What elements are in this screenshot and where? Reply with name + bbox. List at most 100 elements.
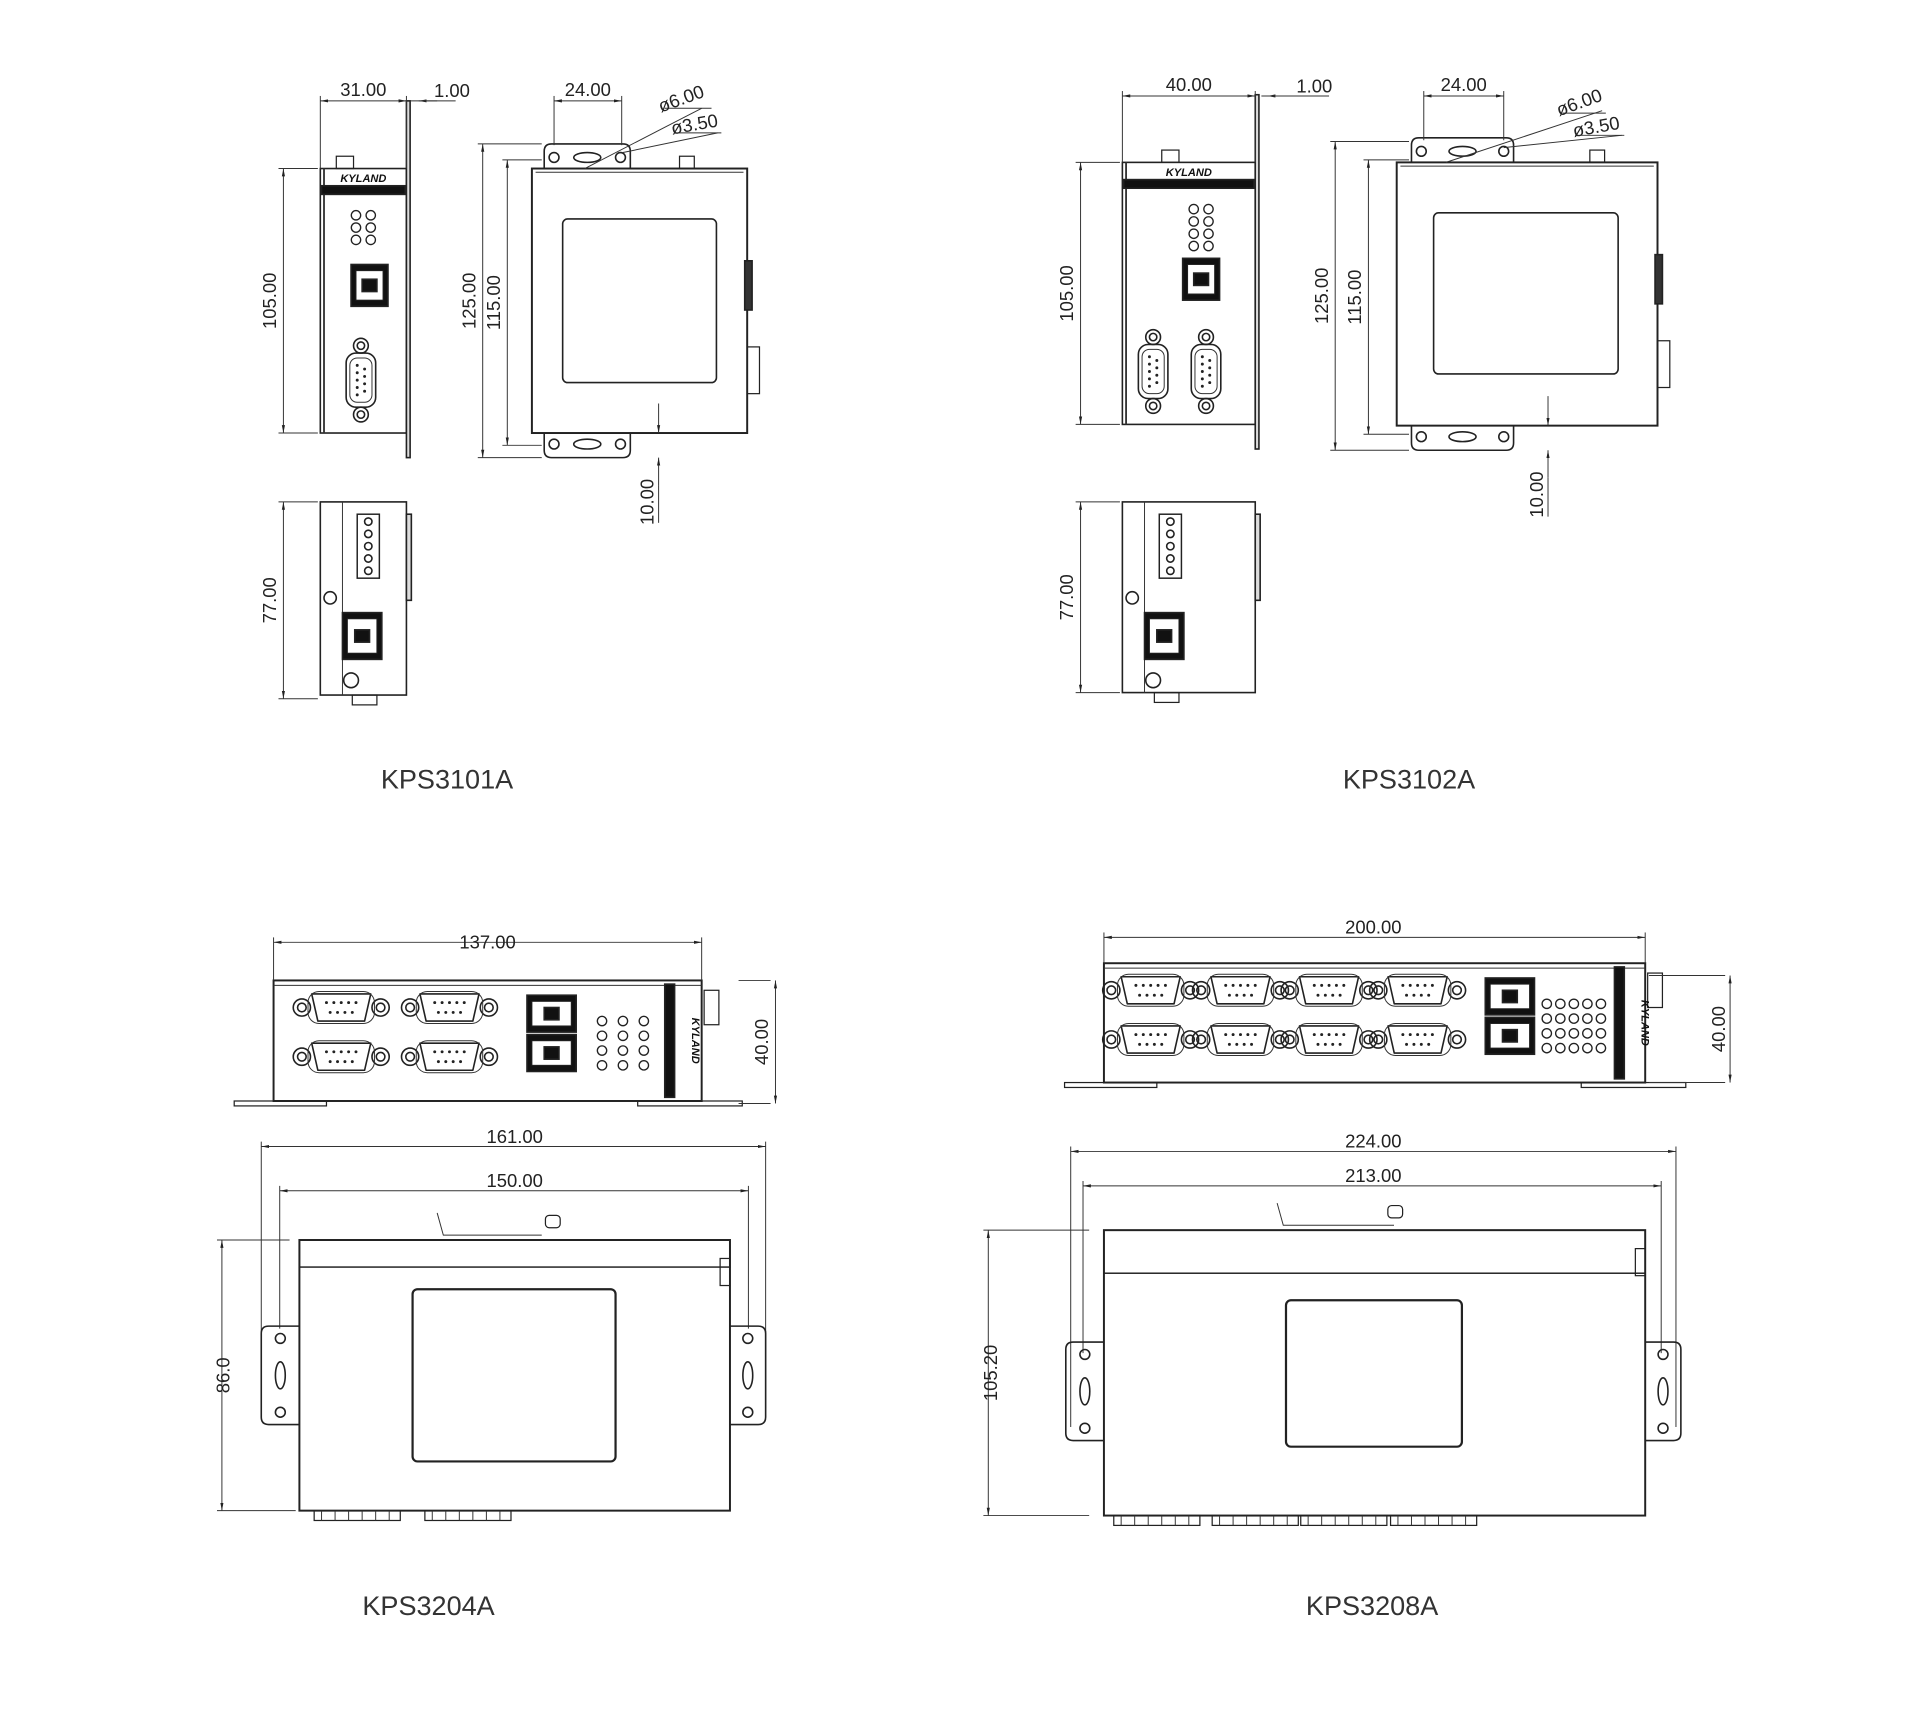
db9-screw-icon [1184,985,1196,996]
db9-screw-icon [479,998,499,1017]
db9-pin [1334,1033,1338,1037]
led-indicator-icon [1188,228,1200,240]
db9-pin [1242,1042,1246,1046]
led-indicator-icon [1568,998,1580,1010]
kps3102a-mount-ear-bottom [1410,425,1515,452]
kps3102a-dim-hole-pitch-label: 115.00 [1344,270,1365,325]
db9-pin [1250,993,1254,997]
db9-shell [1116,1023,1185,1056]
db9-screw-icon [1197,397,1215,415]
rj45-contacts [543,1046,560,1060]
db9-screw-icon [1373,985,1384,996]
db9-pin [324,1001,328,1005]
db9-port-icon [1210,1025,1271,1054]
db9-pin [343,1060,347,1064]
kps3102a-din-clip [1153,691,1180,704]
kps3102a-dim-plate-label: 1.00 [1296,75,1332,96]
led-indicator-icon [1188,240,1200,252]
db9-pin [1208,373,1212,377]
db9-screw-icon [483,1002,494,1013]
kps3101a-top-connector [678,155,695,170]
db9-pin [1231,1033,1235,1037]
led-indicator-icon [1554,1013,1566,1024]
rj45-contacts [1501,1028,1519,1043]
db9-pin [332,1001,336,1005]
db9-pin [462,1050,466,1054]
db9-pin [1147,384,1151,388]
kps3101a-dim-hole-pitch-label: 115.00 [483,275,504,330]
db9-pin [433,1050,437,1054]
db9-pin [1145,1042,1149,1046]
bottom-db9-connector [1211,1514,1299,1527]
kps3208a-latch-clip [1387,1204,1404,1219]
led-indicator-icon [1541,998,1553,1010]
bottom-db9-connector [1113,1514,1201,1527]
kps3208a-flange-right [1580,1081,1687,1089]
db9-pin [1320,983,1324,987]
db9-screw-icon [1201,332,1211,342]
db9-pin [459,1060,463,1064]
db9-screw-icon [292,998,312,1017]
kps3208a-flange-left [1063,1081,1158,1089]
db9-pin [1160,993,1164,997]
kps3101a-dim-depth-label: 77.00 [259,577,280,623]
terminal-screw-icon [363,566,373,576]
kps3204a-latch-hook [436,1212,542,1236]
db9-screw-icon [1359,980,1378,1000]
hole-leader [1445,110,1603,163]
keyhole-slot-icon [572,151,602,164]
led-indicator-icon [1554,998,1566,1010]
db9-pin [1152,1042,1156,1046]
kps3101a-dim-overall-height-label: 125.00 [458,273,479,329]
db9-screw-icon [1359,1030,1378,1049]
kps3101a-black-band [320,184,406,196]
kps3204a-top-strip [298,1239,731,1268]
bottom-db9-connector [313,1510,401,1522]
led-indicator-icon [596,1059,608,1071]
led-indicator-icon [1582,1027,1593,1039]
mount-hole-icon [1657,1348,1669,1361]
db9-pin [1155,373,1159,377]
kps3208a-label-window [1284,1299,1464,1448]
mount-hole-icon [742,1406,754,1418]
db9-pin [328,1060,332,1064]
kps3204a-mount-ear [729,1325,767,1426]
led-indicator-icon [1203,216,1214,227]
hole-leader [622,132,718,154]
db9-pin [440,1001,444,1005]
db9-pin [1334,983,1338,987]
led-indicator-icon [617,1059,629,1071]
kps3204a-dim-overall-width-label: 161.00 [486,1126,542,1147]
kps3208a-mount-ear [1645,1341,1682,1442]
kps3101a-mount-ear-bottom [543,433,632,459]
db9-shell [349,357,373,403]
db9-pin [455,1050,459,1054]
db9-pin [1200,370,1204,373]
db9-screw-icon [1280,1030,1300,1049]
kps3208a-dim-height-label: 40.00 [1708,1006,1729,1052]
bottom-db9-connector [1389,1514,1478,1527]
db9-pin [363,367,367,371]
led-indicator-icon [1541,1013,1553,1024]
terminal-screw-icon [1165,566,1175,576]
db9-pin [1327,983,1331,987]
hole-leader [584,107,702,169]
kps3101a-dim-mount-spacing-label: 24.00 [565,79,611,100]
db9-shell [1383,973,1452,1007]
db9-pin [1208,366,1212,370]
db9-shell [1141,348,1165,395]
kps3204a-dim-depth-label: 86.0 [212,1357,233,1393]
db9-pin [355,363,359,367]
db9-pin [1323,993,1327,997]
db9-port-icon [1120,1025,1181,1054]
db9-pin [1419,993,1423,997]
db9-pin [350,1060,354,1064]
db9-pin [1200,384,1204,388]
db9-shell [1295,1023,1363,1056]
db9-shell [1194,348,1218,395]
led-indicator-icon [1568,1042,1580,1054]
rj45-contacts [361,278,378,293]
led-indicator-icon [1554,1042,1566,1054]
db9-pin [350,1010,354,1014]
